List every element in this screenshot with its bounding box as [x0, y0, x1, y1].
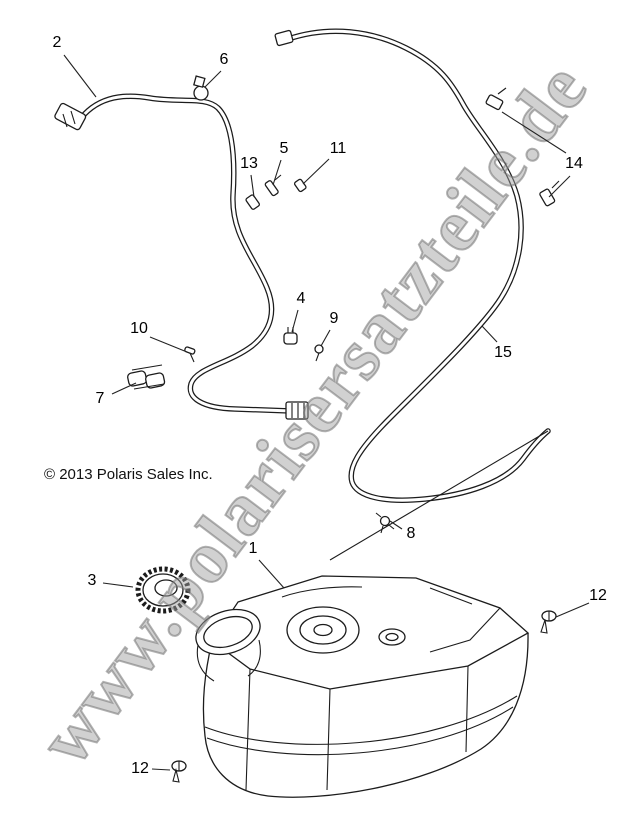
- callout-6: 6: [219, 51, 229, 68]
- clamp-7: [127, 364, 166, 390]
- fitting-13: [245, 194, 260, 210]
- leader-line-14: [501, 111, 567, 154]
- screw-12-bottom: [171, 760, 187, 783]
- copyright-text: © 2013 Polaris Sales Inc.: [44, 466, 213, 483]
- leader-line-2: [63, 54, 97, 98]
- callout-9: 9: [329, 310, 339, 327]
- fuel-cap: [135, 566, 191, 614]
- callout-10: 10: [130, 320, 148, 337]
- leader-line-11: [302, 158, 330, 185]
- callout-12: 12: [589, 587, 607, 604]
- bolt-5: [264, 180, 279, 197]
- screw-9: [314, 344, 324, 362]
- clamp-4: [283, 327, 298, 345]
- callout-2: 2: [52, 34, 62, 51]
- leader-line-4: [291, 309, 299, 333]
- callout-7: 7: [95, 390, 105, 407]
- leader-line-1: [258, 559, 285, 589]
- callout-13: 13: [240, 155, 258, 172]
- leader-line-8: [389, 520, 403, 530]
- callout-5: 5: [279, 140, 289, 157]
- callout-15: 15: [494, 344, 512, 361]
- leader-line-14: [548, 175, 571, 198]
- callout-14: 14: [565, 155, 583, 172]
- clamp-14: [485, 87, 560, 207]
- screw-12-right: [540, 610, 557, 634]
- leader-line-9: [320, 329, 331, 347]
- leader-line-13: [250, 174, 255, 198]
- callout-12: 12: [131, 760, 149, 777]
- leader-line-7: [111, 382, 137, 395]
- leader-line-10: [149, 336, 188, 353]
- callout-3: 3: [87, 572, 97, 589]
- leader-line-12: [151, 768, 171, 771]
- leader-line-6: [204, 70, 222, 88]
- callout-11: 11: [329, 140, 347, 157]
- callout-1: 1: [248, 540, 258, 557]
- callout-8: 8: [406, 525, 416, 542]
- leader-line-3: [102, 582, 134, 588]
- clip-8: [375, 512, 395, 534]
- leader-line-5: [272, 159, 282, 186]
- clamp-6: [193, 75, 209, 101]
- callout-4: 4: [296, 290, 306, 307]
- leader-line-15: [481, 325, 498, 343]
- screw-10: [184, 346, 196, 363]
- fuel-tank: [195, 575, 530, 798]
- leader-line-12: [555, 602, 590, 618]
